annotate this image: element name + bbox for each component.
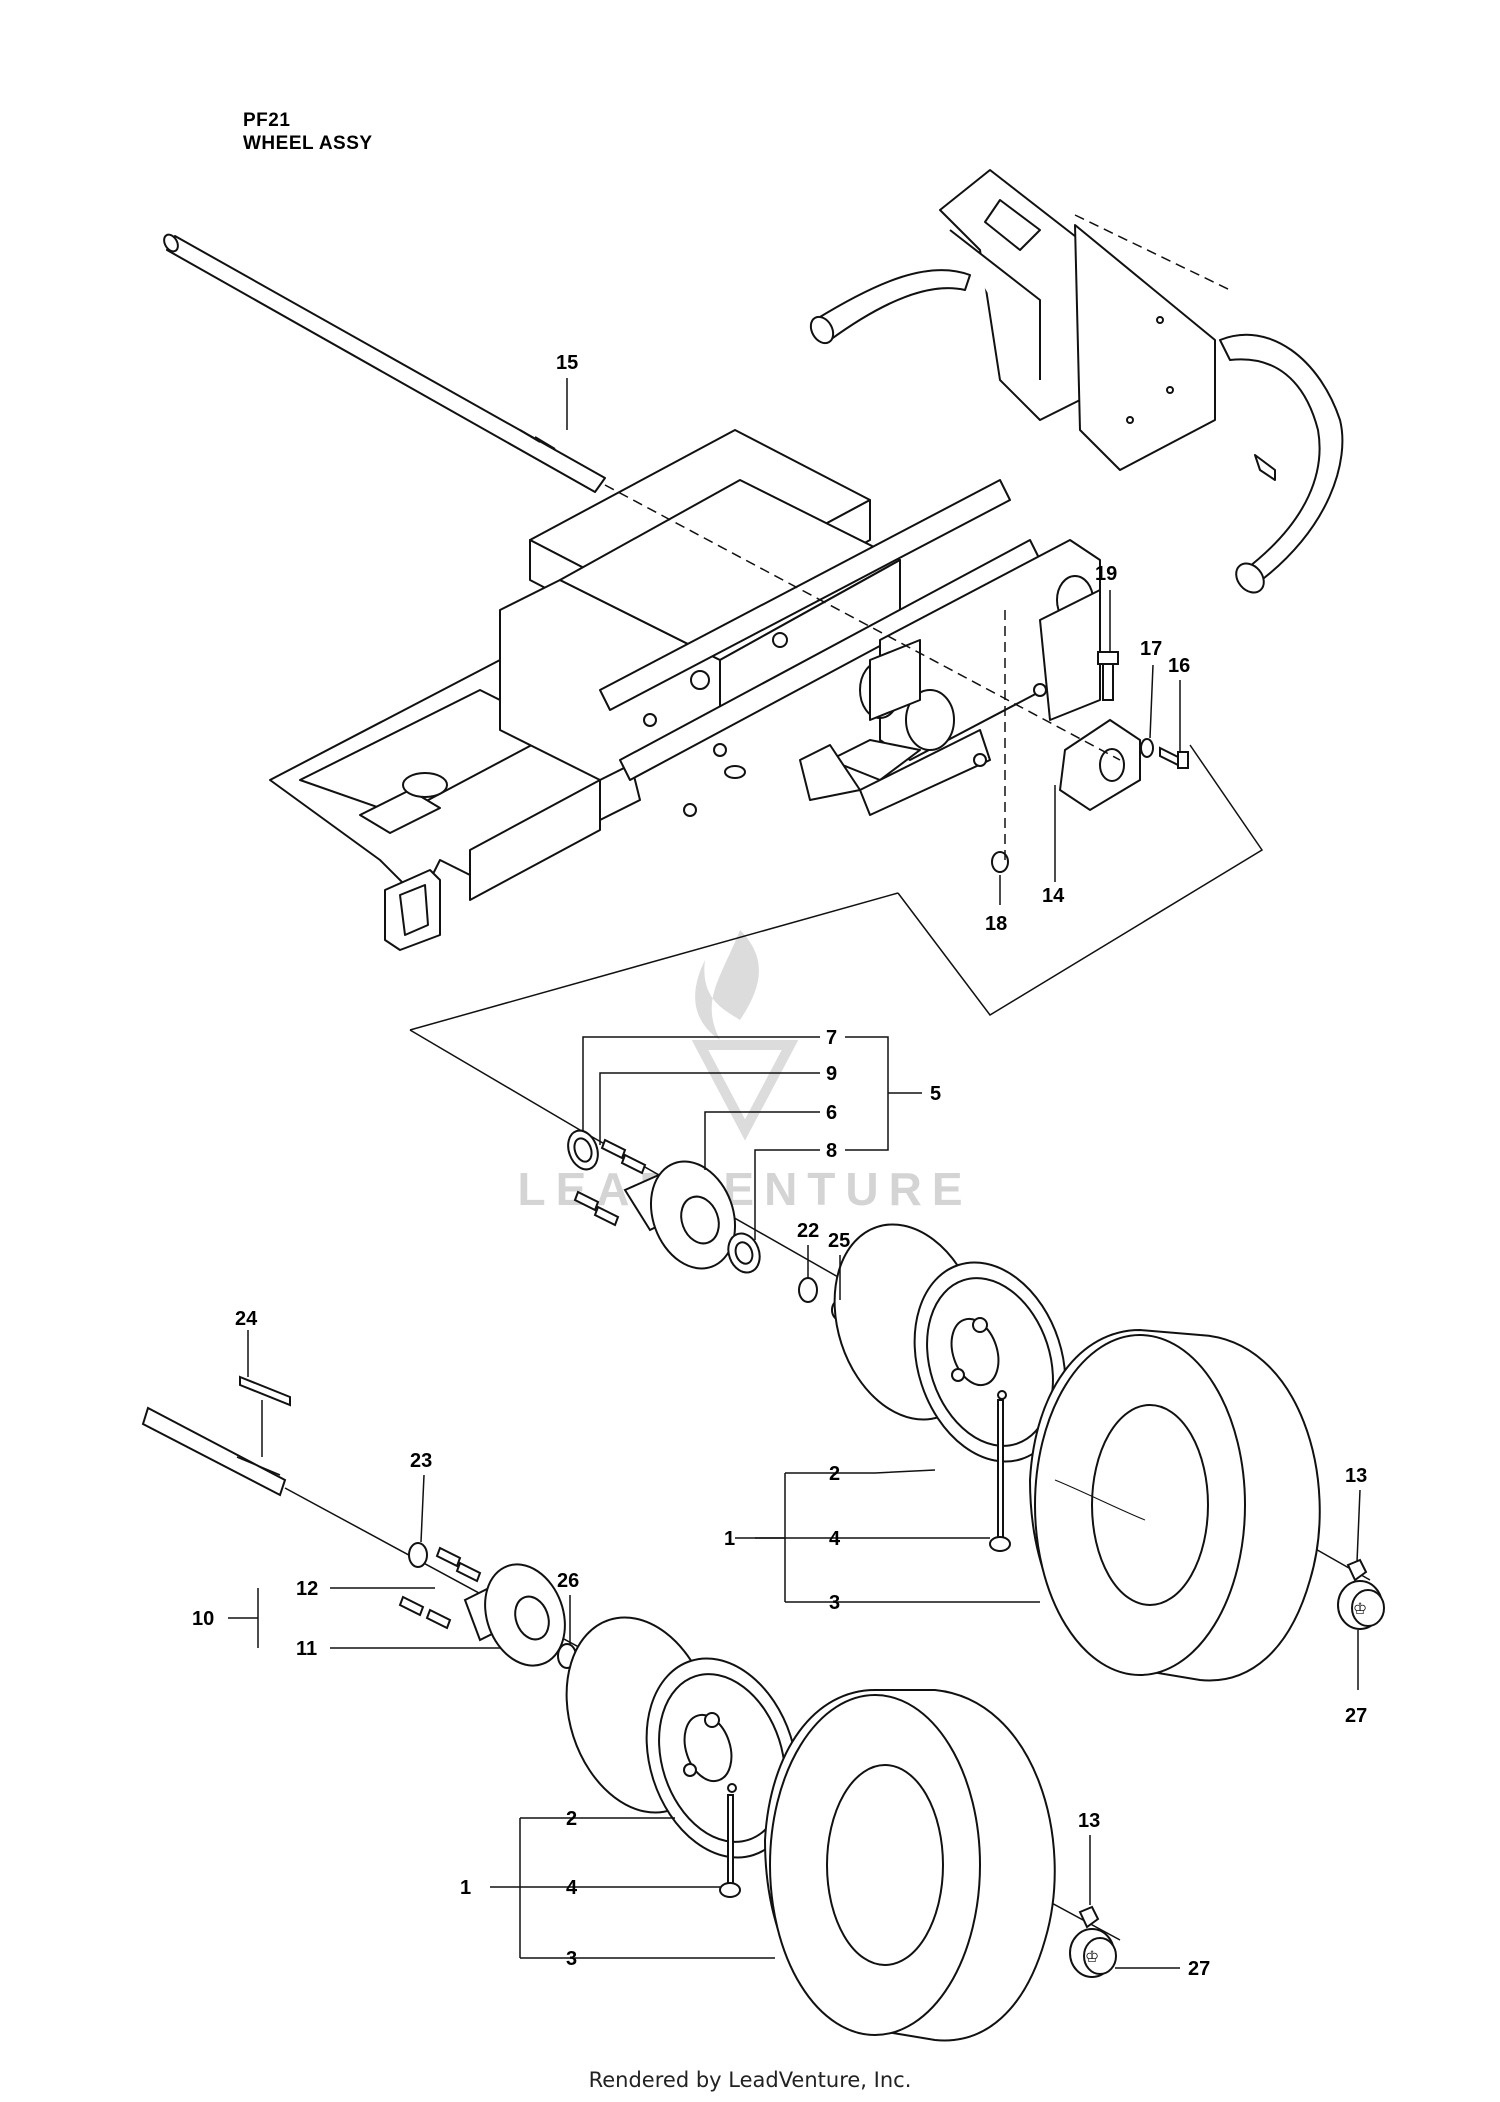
callout-26: 26 [557, 1570, 579, 1592]
callout-1-upper: 1 [724, 1528, 735, 1550]
hub-bolts-12 [398, 1546, 482, 1630]
callout-7: 7 [826, 1027, 837, 1049]
callout-2-upper: 2 [829, 1463, 840, 1485]
callout-27-lower: 27 [1188, 1958, 1210, 1980]
callout-25: 25 [828, 1230, 850, 1252]
washer-22 [798, 1277, 818, 1303]
frame-handle-left [814, 269, 971, 341]
callout-11: 11 [296, 1638, 317, 1660]
nut-13-upper [1346, 1558, 1368, 1582]
callout-3-lower: 3 [566, 1948, 577, 1970]
axle-rod-15 [166, 235, 606, 493]
frame-assembly [163, 169, 1344, 951]
valve-stem-4-lower [727, 1794, 734, 1886]
callout-13-upper: 13 [1345, 1465, 1367, 1487]
tire-lower [763, 1689, 1056, 2042]
nut-18 [991, 851, 1009, 873]
watermark-text: LEADVENTURE [517, 1163, 972, 1215]
upper-wheel-group: ♔ [567, 1129, 1385, 1682]
bolt-19 [1102, 659, 1114, 701]
callout-5: 5 [930, 1083, 941, 1105]
tire-upper [1028, 1328, 1321, 1682]
diagram-title: WHEEL ASSY [243, 133, 373, 154]
callout-9: 9 [826, 1063, 837, 1085]
svg-text:♔: ♔ [1353, 1599, 1367, 1618]
assembly-outline [409, 744, 1264, 1131]
callout-10: 10 [192, 1608, 214, 1630]
axle-shaft [141, 1406, 287, 1497]
washer-23 [408, 1542, 428, 1568]
rim-upper [833, 1223, 1067, 1463]
callout-6: 6 [826, 1102, 837, 1124]
callout-labels: 15 19 17 16 14 18 7 9 6 8 5 22 25 24 23 … [192, 352, 1367, 1980]
callout-19: 19 [1095, 563, 1117, 585]
frame-rear-plate [1074, 224, 1216, 471]
callout-27-upper: 27 [1345, 1705, 1367, 1727]
frame-side-rail [599, 479, 1011, 711]
leader-lines [228, 378, 1361, 1969]
frame-hardware [991, 651, 1189, 873]
lower-wheel-group: ♔ [141, 1375, 1121, 2042]
diagram-code: PF21 [243, 110, 291, 131]
hub-cap-27-upper: ♔ [1337, 1580, 1385, 1630]
callout-14: 14 [1042, 885, 1065, 907]
key-24 [239, 1375, 291, 1407]
washer-17 [1140, 738, 1154, 758]
callout-15: 15 [556, 352, 578, 374]
v-logo-icon [691, 1040, 799, 1141]
callout-12: 12 [296, 1578, 318, 1600]
callout-23: 23 [410, 1450, 432, 1472]
callout-17: 17 [1140, 638, 1162, 660]
callout-1-lower: 1 [460, 1877, 471, 1899]
callout-16: 16 [1168, 655, 1190, 677]
rim-lower [565, 1616, 799, 1859]
frame-handle-right [1219, 333, 1344, 586]
valve-stem-4 [997, 1399, 1004, 1541]
callout-4-upper: 4 [829, 1528, 841, 1550]
svg-text:♔: ♔ [1085, 1947, 1099, 1966]
callout-13-lower: 13 [1078, 1810, 1100, 1832]
axis-lines [604, 214, 1231, 860]
callout-18: 18 [985, 913, 1007, 935]
callout-8: 8 [826, 1140, 837, 1162]
hub-cap-27-lower: ♔ [1069, 1928, 1117, 1978]
flame-logo-icon [695, 930, 759, 1040]
hub-bolts-9 [573, 1138, 647, 1227]
callout-3-upper: 3 [829, 1592, 840, 1614]
callout-24: 24 [235, 1308, 258, 1330]
callout-22: 22 [797, 1220, 819, 1242]
callout-4-lower: 4 [566, 1877, 578, 1899]
footer-credit: Rendered by LeadVenture, Inc. [588, 2068, 912, 2092]
callout-2-lower: 2 [566, 1808, 577, 1830]
nut-13-lower [1078, 1905, 1100, 1929]
